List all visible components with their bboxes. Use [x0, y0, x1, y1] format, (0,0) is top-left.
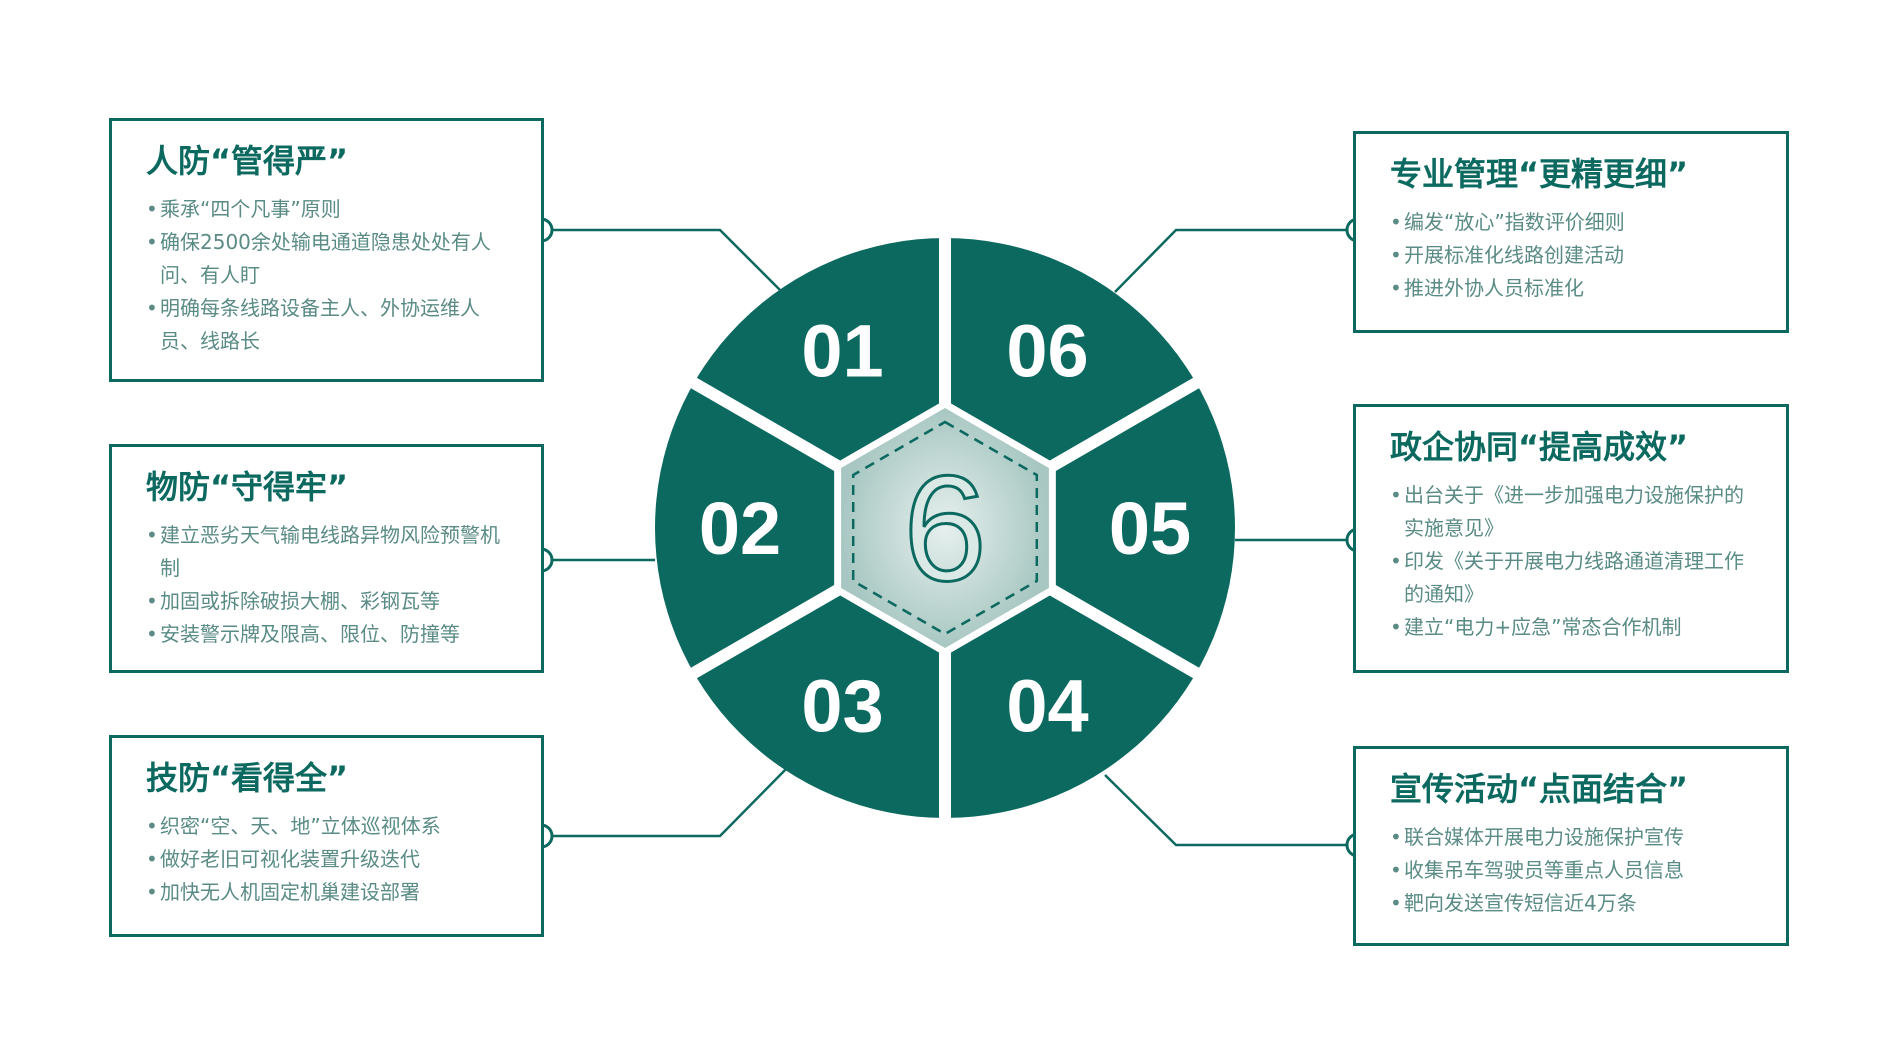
center-hexagon-dashed-outline	[851, 420, 1039, 636]
info-box-physical-defense: 物防“守得牢” 建立恶劣天气输电线路异物风险预警机制 加固或拆除破损大棚、彩钢瓦…	[109, 444, 544, 673]
box-item: 收集吊车驾驶员等重点人员信息	[1390, 854, 1756, 887]
info-box-technical-defense: 技防“看得全” 织密“空、天、地”立体巡视体系 做好老旧可视化装置升级迭代 加快…	[109, 735, 544, 937]
box-item: 靶向发送宣传短信近4万条	[1390, 887, 1756, 920]
box-title: 技防“看得全”	[146, 759, 349, 797]
center-number-label: 6	[903, 444, 986, 612]
segment-gap	[1045, 582, 1217, 689]
segment-01-label: 01	[801, 309, 883, 392]
box-item: 确保2500余处输电通道隐患处处有人问、有人盯	[146, 226, 511, 292]
box-item: 联合媒体开展电力设施保护宣传	[1390, 821, 1756, 854]
box-item: 明确每条线路设备主人、外协运维人员、线路长	[146, 292, 511, 358]
box-title: 专业管理“更精更细”	[1390, 155, 1689, 193]
info-box-government-enterprise: 政企协同“提高成效” 出台关于《进一步加强电力设施保护的实施意见》 印发《关于开…	[1353, 404, 1789, 673]
info-box-professional-management: 专业管理“更精更细” 编发“放心”指数评价细则 开展标准化线路创建活动 推进外协…	[1353, 131, 1789, 333]
connector-03	[541, 764, 791, 838]
segment-gap	[673, 367, 845, 474]
connector-06	[1114, 228, 1358, 293]
box-title: 人防“管得严”	[146, 142, 349, 180]
box-item: 推进外协人员标准化	[1390, 272, 1756, 305]
segment-02-label: 02	[699, 487, 781, 570]
box-item: 建立“电力+应急”常态合作机制	[1390, 611, 1756, 644]
box-item: 编发“放心”指数评价细则	[1390, 206, 1756, 239]
box-item: 安装警示牌及限高、限位、防撞等	[146, 618, 511, 651]
segment-gap	[1045, 367, 1217, 474]
box-item: 印发《关于开展电力线路通道清理工作的通知》	[1390, 545, 1756, 611]
box-title: 宣传活动“点面结合”	[1390, 770, 1689, 808]
box-item: 建立恶劣天气输电线路异物风险预警机制	[146, 519, 511, 585]
segment-03-label: 03	[801, 665, 883, 748]
connector-01	[541, 228, 781, 291]
segment-05-label: 05	[1109, 487, 1191, 570]
box-title: 物防“守得牢”	[146, 468, 349, 506]
segment-06-label: 06	[1006, 309, 1088, 392]
connector-04	[1104, 774, 1358, 847]
box-title: 政企协同“提高成效”	[1390, 428, 1689, 466]
segment-04-label: 04	[1006, 665, 1088, 748]
box-item: 做好老旧可视化装置升级迭代	[146, 843, 511, 876]
info-box-publicity: 宣传活动“点面结合” 联合媒体开展电力设施保护宣传 收集吊车驾驶员等重点人员信息…	[1353, 746, 1789, 946]
center-hexagon	[841, 408, 1049, 648]
box-item: 加快无人机固定机巢建设部署	[146, 876, 511, 909]
segment-gap	[673, 582, 845, 689]
info-box-personnel-defense: 人防“管得严” 乘承“四个凡事”原则 确保2500余处输电通道隐患处处有人问、有…	[109, 118, 544, 382]
box-item: 织密“空、天、地”立体巡视体系	[146, 810, 511, 843]
box-item: 加固或拆除破损大棚、彩钢瓦等	[146, 585, 511, 618]
box-item: 乘承“四个凡事”原则	[146, 193, 511, 226]
box-item: 开展标准化线路创建活动	[1390, 239, 1756, 272]
box-item: 出台关于《进一步加强电力设施保护的实施意见》	[1390, 479, 1756, 545]
